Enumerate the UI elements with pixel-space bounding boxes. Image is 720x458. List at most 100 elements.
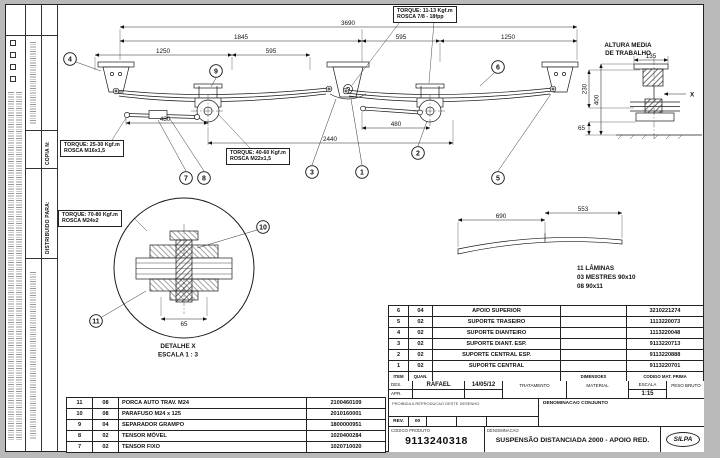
material-label: MATERIAL <box>586 382 609 388</box>
bom-row: 10 08 PARAFUSO M24 x 125 2010160001 <box>67 409 386 420</box>
designer-name: RAFAEL <box>413 381 464 390</box>
bom-cell-item: 8 <box>67 431 93 442</box>
strip-divider <box>25 258 57 259</box>
bom-cell-item: 2 <box>389 350 409 361</box>
silpa-logo: SILPA <box>666 432 700 447</box>
bom-row: 1 02 SUPORTE CENTRAL 9113220701 <box>389 361 704 372</box>
bom-cell-name: TENSOR MÓVEL <box>119 431 307 442</box>
strip-divider <box>5 35 57 36</box>
bom-cell-qty: 04 <box>409 306 433 317</box>
des-label: DES. <box>389 381 412 390</box>
bom-cell-code: 1020710020 <box>307 442 386 453</box>
bom-cell-name: TENSOR FIXO <box>119 442 307 453</box>
tratamento-value <box>503 390 566 399</box>
torque-note-1-line2: ROSCA 7/8 - 18fpp <box>397 14 444 21</box>
bom-row: 11 08 PORCA AUTO TRAV. M24 2100460109 <box>67 398 386 409</box>
bom-cell-code: 2010160001 <box>307 409 386 420</box>
torque-note-3-line1: TORQUE: 40-60 Kgf.m <box>230 150 286 156</box>
bom-cell-qty: 08 <box>93 409 119 420</box>
bom-cell-item: 4 <box>389 328 409 339</box>
peso-bruto-label: PESO BRUTO <box>671 382 701 388</box>
bom-row: 8 02 TENSOR MÓVEL 1020400284 <box>67 431 386 442</box>
bom-cell-code: 9113220713 <box>627 339 704 350</box>
bom-cell-name: APOIO SUPERIOR <box>433 306 561 317</box>
bom-cell-item: 3 <box>389 339 409 350</box>
torque-note-1-line1: TORQUE: 11-13 Kgf.m <box>397 8 453 14</box>
strip-divider <box>25 4 26 452</box>
bom-cell-item: 6 <box>389 306 409 317</box>
denominacao-label: DENOMINACAO <box>487 428 519 433</box>
bom-cell-name: SUPORTE DIANTEIRO <box>433 328 561 339</box>
drawing-date: 14/05/12 <box>465 381 502 390</box>
bom-cell-qty: 02 <box>409 350 433 361</box>
torque-note-2: TORQUE: 25-30 Kgf.m ROSCA M16x1,5 <box>60 140 124 157</box>
bom-cell-item: 7 <box>67 442 93 453</box>
bom-cell-name: SUPORTE TRASEIRO <box>433 317 561 328</box>
bom-cell-name: PORCA AUTO TRAV. M24 <box>119 398 307 409</box>
bom-cell-qty: 02 <box>409 317 433 328</box>
bom-cell-qty: 08 <box>93 398 119 409</box>
codigo-produto-value: 9113240318 <box>405 435 468 447</box>
rev-value: 00 <box>409 417 427 426</box>
material-value <box>567 390 628 399</box>
bom-table-right: 6 04 APOIO SUPERIOR 3210221274 5 02 SUPO… <box>388 305 704 382</box>
bom-cell-code: 9113220888 <box>627 350 704 361</box>
torque-note-3: TORQUE: 40-60 Kgf.m ROSCA M22x1,5 <box>226 148 290 165</box>
bom-cell-dim <box>561 350 627 361</box>
bom-cell-qty: 02 <box>409 328 433 339</box>
bom-cell-name: SUPORTE CENTRAL ESP. <box>433 350 561 361</box>
bom-cell-name: SEPARADOR GRAMPO <box>119 420 307 431</box>
bom-row: 6 04 APOIO SUPERIOR 3210221274 <box>389 306 704 317</box>
bom-cell-item: 11 <box>67 398 93 409</box>
bom-row: 5 02 SUPORTE TRASEIRO 1113220073 <box>389 317 704 328</box>
strip-divider <box>25 168 57 169</box>
bom-cell-qty: 02 <box>93 431 119 442</box>
micro-text-column <box>30 42 36 124</box>
bom-cell-code: 2100460109 <box>307 398 386 409</box>
bom-cell-dim <box>561 328 627 339</box>
checkbox <box>10 76 16 82</box>
bom-cell-item: 1 <box>389 361 409 372</box>
strip-divider <box>25 130 57 131</box>
distribuido-label: DISTRIBUIDO PARA: <box>45 201 51 254</box>
codigo-produto-label: CODIGO PRODUTO <box>391 428 431 433</box>
tratamento-label: TRATAMENTO <box>519 382 550 388</box>
escala-value: 1:15 <box>641 390 654 397</box>
title-block-meta: DES. APR. RAFAEL 14/05/12 TRATAMENTO MAT… <box>388 381 704 399</box>
torque-note-3-line2: ROSCA M22x1,5 <box>230 156 272 163</box>
torque-note-4-line1: TORQUE: 70-80 Kgf.m <box>62 212 118 218</box>
bom-cell-code: 3210221274 <box>627 306 704 317</box>
micro-text-column <box>30 272 36 440</box>
bom-cell-code: 1113220073 <box>627 317 704 328</box>
copia-label: COPIA N: <box>45 141 51 165</box>
torque-note-1: TORQUE: 11-13 Kgf.m ROSCA 7/8 - 18fpp <box>393 6 457 23</box>
torque-note-2-line1: TORQUE: 25-30 Kgf.m <box>64 142 120 148</box>
bom-cell-dim <box>561 306 627 317</box>
micro-text-column <box>16 92 22 440</box>
bom-cell-name: SUPORTE DIANT. ESP. <box>433 339 561 350</box>
bom-table-left: 11 08 PORCA AUTO TRAV. M24 2100460109 10… <box>66 397 386 453</box>
bom-row: 4 02 SUPORTE DIANTEIRO 1113220048 <box>389 328 704 339</box>
bom-cell-dim <box>561 361 627 372</box>
apr-label: APR. <box>391 391 402 397</box>
bom-cell-dim <box>561 317 627 328</box>
denominacao-value: SUSPENSÃO DISTANCIADA 2000 - APOIO RED. <box>495 437 650 444</box>
bom-row: 7 02 TENSOR FIXO 1020710020 <box>67 442 386 453</box>
bom-cell-dim <box>561 339 627 350</box>
bom-row: 3 02 SUPORTE DIANT. ESP. 9113220713 <box>389 339 704 350</box>
denominacao-conjunto-label: DENOMINACAO CONJUNTO <box>543 401 608 406</box>
rev-label: REV. <box>389 417 409 426</box>
bom-cell-item: 5 <box>389 317 409 328</box>
torque-note-4-line2: ROSCA M24x2 <box>62 218 99 225</box>
strip-divider <box>41 4 42 452</box>
torque-note-4: TORQUE: 70-80 Kgf.m ROSCA M24x2 <box>58 210 122 227</box>
bom-cell-qty: 02 <box>409 361 433 372</box>
bom-cell-qty: 02 <box>93 442 119 453</box>
bom-cell-code: 1113220048 <box>627 328 704 339</box>
bom-cell-item: 10 <box>67 409 93 420</box>
micro-text-column <box>8 92 14 440</box>
title-block-bottom: CODIGO PRODUTO 9113240318 DENOMINACAO SU… <box>388 427 704 452</box>
checkbox <box>10 52 16 58</box>
bom-row: 9 04 SEPARADOR GRAMPO 1800000951 <box>67 420 386 431</box>
